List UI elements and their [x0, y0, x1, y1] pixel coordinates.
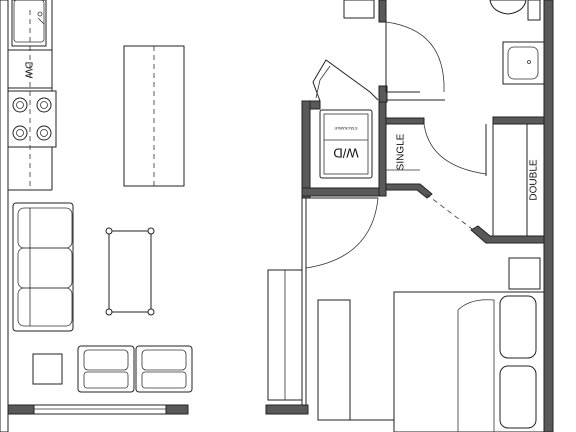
wall-bath-left: [378, 0, 387, 23]
wall-bath-right-bottom: [492, 116, 545, 125]
hall-door-swing: [305, 197, 379, 269]
stove-burners: [12, 97, 52, 141]
bathroom-door-swing: [385, 21, 445, 93]
wall-closet-angle: [385, 183, 433, 199]
washer-dryer-label: W/D: [333, 146, 358, 161]
kitchen-island: [123, 45, 185, 187]
sofa: [12, 202, 74, 332]
laundry-closet: STACKABLE W/D: [312, 59, 379, 179]
bedroom: [393, 257, 545, 432]
wall-hall-bottom-left: [265, 404, 309, 415]
closet-single-label: SINGLE: [396, 133, 407, 170]
kitchen-sink: [11, 0, 47, 47]
wall-laundry-bottom: [301, 187, 381, 197]
side-table: [32, 353, 63, 385]
hallway: [267, 197, 379, 421]
coffee-table: [105, 227, 155, 316]
wall-bedroom-stub: [470, 225, 545, 244]
closet-double-label: DOUBLE: [529, 159, 540, 200]
washer-dryer-stackable-label: STACKABLE: [334, 126, 358, 131]
dishwasher-label: DW: [22, 62, 33, 79]
wall-left: [0, 0, 9, 432]
armchair-left: [77, 345, 135, 393]
bedroom-dresser: [317, 299, 351, 421]
living-room: [12, 202, 193, 393]
closet-single: SINGLE: [386, 123, 487, 176]
windows: [33, 404, 167, 415]
washer-dryer: [319, 109, 373, 179]
wall-living-bottom-right: [165, 404, 189, 415]
wall-laundry-top: [309, 100, 321, 110]
nightstand: [508, 257, 541, 290]
wall-laundry-left: [301, 100, 311, 199]
window-living: [33, 404, 167, 415]
laundry-bifold-door: [312, 59, 379, 102]
bath-fixture-top: [343, 0, 375, 19]
walls: [0, 0, 554, 432]
bed: [393, 291, 545, 432]
toilet: [489, 0, 527, 15]
wall-laundry-right: [378, 101, 387, 197]
closet-double: DOUBLE: [425, 124, 540, 236]
stove: [7, 90, 57, 148]
bathroom: [343, 0, 545, 101]
kitchen: DW: [7, 0, 185, 191]
armchair-right: [135, 345, 193, 393]
wall-closet-single-top: [385, 117, 425, 125]
wall-living-bottom-left: [7, 404, 35, 415]
wall-right: [543, 0, 554, 432]
